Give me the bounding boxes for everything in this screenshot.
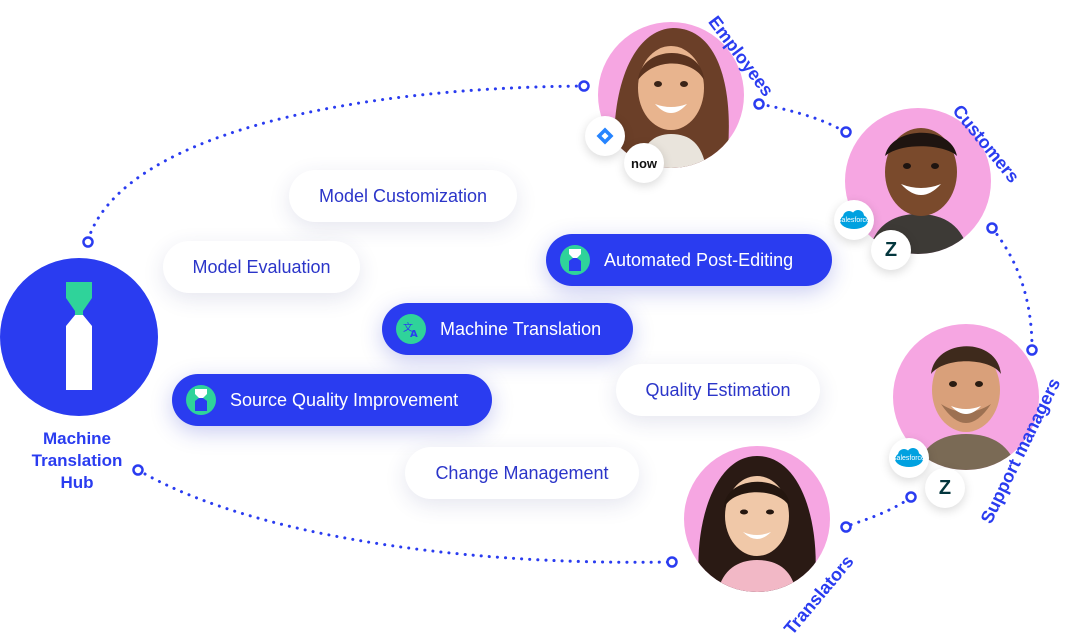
jira-icon: [585, 116, 625, 156]
zendesk-glyph: Z: [884, 238, 898, 261]
avatar-translators: [684, 446, 830, 592]
hourglass-icon: [560, 245, 590, 275]
hourglass-icon: [66, 282, 92, 390]
zendesk-icon: Z: [871, 230, 911, 270]
hub-circle: [0, 258, 158, 416]
connector-node: [578, 80, 590, 92]
pill-automated-post-editing: Automated Post-Editing: [546, 234, 832, 286]
translate-icon: 文 A: [396, 314, 426, 344]
pill-label: Source Quality Improvement: [230, 389, 459, 410]
connector-employees-customers: [758, 102, 847, 134]
pill-label: Machine Translation: [440, 318, 602, 339]
connector-node: [132, 464, 144, 476]
pill-source-quality-improvement: Source Quality Improvement: [172, 374, 492, 426]
hub-label-line: Translation: [31, 451, 123, 470]
pill-model-customization: Model Customization: [289, 170, 517, 222]
hourglass-icon: [186, 385, 216, 415]
salesforce-logo-text: salesforce: [838, 216, 870, 224]
pill-label: Automated Post-Editing: [604, 249, 794, 270]
connector-node: [840, 521, 852, 533]
connector-node: [753, 98, 765, 110]
hub-label-line: Machine: [42, 429, 112, 448]
connector-node: [666, 556, 678, 568]
svg-text:文: 文: [403, 321, 413, 334]
connector-support-translators: [845, 496, 912, 528]
salesforce-badge: salesforce: [834, 200, 874, 240]
hub-label-line: Hub: [60, 473, 94, 492]
salesforce-logo-text: salesforce: [893, 454, 925, 462]
pill-model-evaluation: Model Evaluation: [163, 241, 360, 293]
pill-machine-translation: 文 A Machine Translation: [382, 303, 633, 355]
salesforce-badge: salesforce: [889, 438, 929, 478]
pill-quality-estimation: Quality Estimation: [616, 364, 820, 416]
connector-node: [840, 126, 852, 138]
svg-text:A: A: [410, 329, 418, 338]
pill-label: Quality Estimation: [645, 379, 791, 400]
servicenow-badge: now: [624, 143, 664, 183]
connector-node: [82, 236, 94, 248]
zendesk-icon: Z: [925, 468, 965, 508]
pill-change-management: Change Management: [405, 447, 639, 499]
hub-label: Machine Translation Hub: [10, 428, 144, 494]
connector-customers-support: [990, 226, 1034, 350]
pill-label: Model Customization: [318, 185, 488, 206]
connector-node: [1026, 344, 1038, 356]
connector-node: [905, 491, 917, 503]
pill-label: Change Management: [435, 462, 609, 483]
connector-node: [986, 222, 998, 234]
zendesk-glyph: Z: [938, 476, 952, 499]
pill-label: Model Evaluation: [192, 256, 331, 277]
connector-hub-translators: [136, 468, 674, 564]
servicenow-logo-text: now: [631, 155, 657, 171]
